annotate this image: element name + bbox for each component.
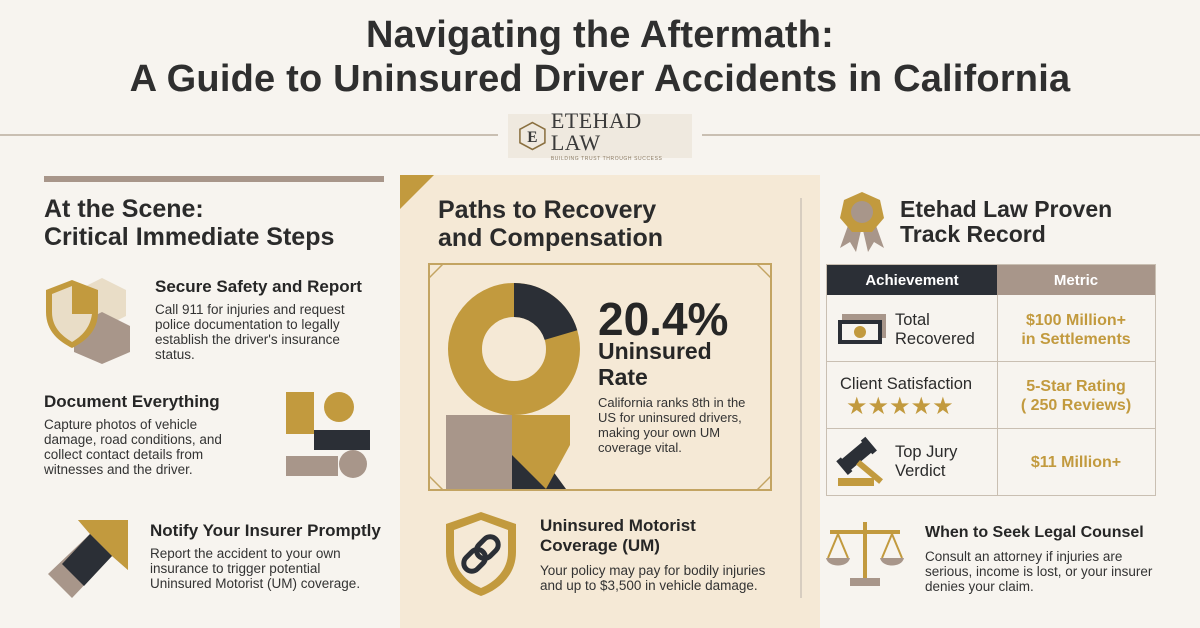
star-icon: ★ [910, 393, 933, 420]
table-column-divider [997, 295, 998, 495]
um-title-line-1: Uninsured Motorist [540, 516, 696, 535]
step-2-text-3: collect contact details from [44, 447, 204, 462]
section-accent-bar [44, 176, 384, 182]
row-2-metric-line-2: ( 250 Reviews) [1020, 397, 1132, 414]
scene-title-line-1: At the Scene: [44, 195, 204, 223]
panel-corner-accent [400, 175, 434, 209]
step-3-text-3: Uninsured Motorist (UM) coverage. [150, 576, 361, 591]
page-title-line-1: Navigating the Aftermath: [365, 14, 835, 56]
stat-box-corners [428, 263, 772, 491]
um-title-line-2: Coverage (UM) [540, 536, 660, 555]
row-3-achievement-line-2: Verdict [895, 462, 946, 480]
um-desc-line-1: Your policy may pay for bodily injuries [540, 563, 766, 578]
step-3-heading: Notify Your Insurer Promptly [150, 521, 381, 540]
gavel-icon [836, 436, 883, 486]
row-1-achievement-line-1: Total [895, 311, 930, 329]
recovery-title-line-1: Paths to Recovery [438, 196, 657, 224]
row-1-achievement-line-2: Recovered [895, 330, 975, 348]
blocks-icon [286, 392, 370, 478]
step-1-text-2: police documentation to legally [155, 317, 340, 332]
stat-desc-line-3: making your own UM [598, 425, 721, 440]
page-title-line-2: A Guide to Uninsured Driver Accidents in… [129, 58, 1071, 100]
row-3-achievement-line-1: Top Jury [895, 443, 958, 461]
logo-mark-icon: E [519, 121, 546, 151]
record-title-line-2: Track Record [900, 221, 1046, 247]
step-1-text-3: establish the driver's insurance [155, 332, 340, 347]
star-icon: ★ [867, 393, 890, 420]
counsel-desc-line-1: Consult an attorney if injuries are [925, 549, 1123, 564]
shield-icon [46, 278, 130, 364]
header-divider-left [0, 134, 498, 136]
column-header-metric: Metric [997, 265, 1155, 295]
stat-desc-line-2: US for uninsured drivers, [598, 410, 742, 425]
stat-desc-line-1: California ranks 8th in the [598, 395, 746, 410]
donut-uninsured-slice [513, 283, 578, 341]
row-3-metric: $11 Million+ [1030, 454, 1122, 471]
logo-tagline: BUILDING TRUST THROUGH SUCCESS [550, 156, 663, 162]
header-divider-right [702, 134, 1200, 136]
column-header-achievement: Achievement [827, 265, 997, 295]
step-1-text-1: Call 911 for injuries and request [155, 302, 345, 317]
star-icon: ★ [889, 393, 911, 420]
scene-title-line-2: Critical Immediate Steps [44, 223, 335, 251]
arrow-icon [48, 520, 128, 598]
logo-initial: E [527, 129, 537, 146]
counsel-desc-line-3: denies your claim. [925, 579, 1034, 594]
award-ribbon-icon [840, 192, 884, 252]
step-3-text-2: insurance to trigger potential [150, 561, 321, 576]
logo-name: ETEHAD LAW [550, 108, 642, 155]
shield-chain-icon [446, 512, 516, 596]
um-desc-line-2: and up to $3,500 in vehicle damage. [540, 578, 758, 593]
uninsured-rate-label-2: Rate [598, 364, 648, 390]
table-row-divider-2 [827, 428, 1155, 429]
step-2-text-1: Capture photos of vehicle [44, 417, 198, 432]
counsel-desc-line-2: serious, income is lost, or your insurer [925, 564, 1153, 579]
donut-chart-icon [446, 283, 580, 489]
record-table [826, 264, 1156, 496]
uninsured-rate-value: 20.4% [598, 293, 729, 345]
star-icon: ★ [932, 393, 954, 420]
column-divider [800, 198, 802, 598]
brand-logo: E ETEHAD LAW BUILDING TRUST THROUGH SUCC… [508, 110, 692, 162]
stat-description: California ranks 8th in the US for unins… [598, 395, 773, 455]
step-2-heading: Document Everything [44, 392, 220, 411]
row-1-metric-line-2: in Settlements [1021, 331, 1131, 348]
recovery-title-line-2: and Compensation [438, 224, 664, 252]
star-icon: ★ [846, 393, 868, 420]
step-2-text-2: damage, road conditions, and [44, 432, 222, 447]
counsel-title: When to Seek Legal Counsel [925, 524, 1144, 541]
step-1-text-4: status. [155, 347, 195, 362]
step-3-text-1: Report the accident to your own [150, 546, 341, 561]
row-2-achievement: Client Satisfaction [840, 375, 973, 393]
row-2-metric-line-1: 5-Star Rating [1026, 378, 1126, 395]
step-1-heading: Secure Safety and Report [155, 277, 362, 296]
record-title-line-1: Etehad Law Proven [900, 196, 1113, 222]
star-rating: ★★★★★ [846, 392, 954, 421]
stat-desc-line-4: coverage vital. [598, 440, 682, 455]
row-1-metric-line-1: $100 Million+ [1025, 312, 1127, 329]
stat-box [428, 263, 772, 491]
table-row-divider-1 [827, 361, 1155, 362]
money-icon [838, 314, 886, 344]
scales-icon [826, 522, 904, 586]
step-2-text-4: witnesses and the driver. [44, 462, 193, 477]
uninsured-rate-label-1: Uninsured [598, 338, 712, 364]
